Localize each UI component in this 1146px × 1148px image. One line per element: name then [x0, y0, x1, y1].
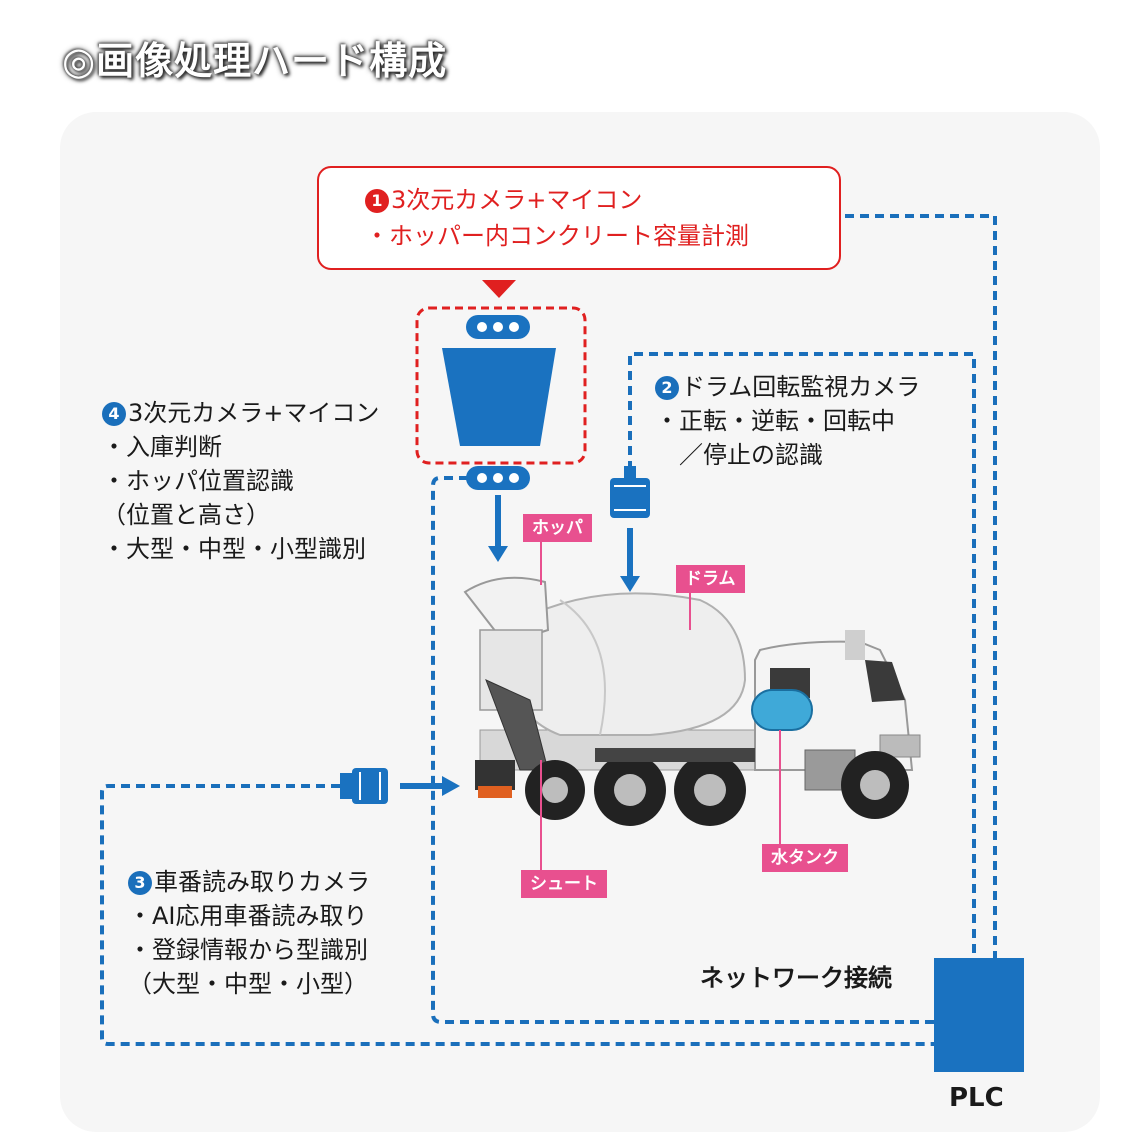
camera-3-number: 3: [128, 871, 152, 895]
camera-3-item: （大型・中型・小型）: [128, 970, 368, 998]
camera-4-number: 4: [102, 402, 126, 426]
plc-box: [934, 958, 1024, 1072]
camera-1-number: 1: [365, 189, 389, 213]
camera-4-item: ・ホッパ位置認識: [102, 467, 294, 495]
arrow-down-icon: [620, 576, 640, 592]
camera-2-item: ／停止の認識: [655, 441, 823, 469]
network-line-hopper-camera: [431, 476, 934, 1024]
network-line-outer: [845, 214, 997, 958]
network-label: ネットワーク接続: [700, 964, 892, 992]
camera-2-number: 2: [655, 376, 679, 400]
camera-4-title: 3次元カメラ+マイコン: [128, 399, 380, 427]
camera-3-item: ・AI応用車番読み取り: [128, 902, 368, 930]
camera-2-item: ・正転・逆転・回転中: [655, 407, 895, 435]
camera-1-item: ・ホッパー内コンクリート容量計測: [365, 222, 749, 250]
network-line-plate-camera: [100, 784, 934, 1046]
callout-pointer: [482, 280, 516, 298]
camera-4-item: ・入庫判断: [102, 433, 222, 461]
camera-4-item: ・大型・中型・小型識別: [102, 535, 366, 563]
mixer-truck-image: [463, 576, 921, 826]
network-line-drum-camera: [628, 352, 976, 958]
hopper-tag: ホッパ: [523, 514, 592, 542]
chute-tag: シュート: [521, 870, 607, 898]
hopper-icon: [442, 348, 556, 446]
plc-label: PLC: [949, 1083, 1004, 1113]
camera-2-title: ドラム回転監視カメラ: [681, 373, 921, 401]
camera-3-icon: [340, 768, 388, 804]
drum-tag: ドラム: [676, 565, 745, 593]
water-tank-tag: 水タンク: [762, 844, 848, 872]
arrow-down-icon: [488, 546, 508, 562]
camera-4-item: （位置と高さ）: [102, 501, 270, 529]
hopper-frame: [415, 306, 587, 465]
arrow-right-icon: [442, 776, 460, 796]
camera-1-title: 3次元カメラ+マイコン: [391, 186, 643, 214]
camera-3-title: 車番読み取りカメラ: [154, 868, 370, 896]
page-title: ◎画像処理ハード構成: [62, 39, 448, 83]
camera-3-item: ・登録情報から型識別: [128, 936, 368, 964]
camera-2-icon: [610, 466, 650, 518]
